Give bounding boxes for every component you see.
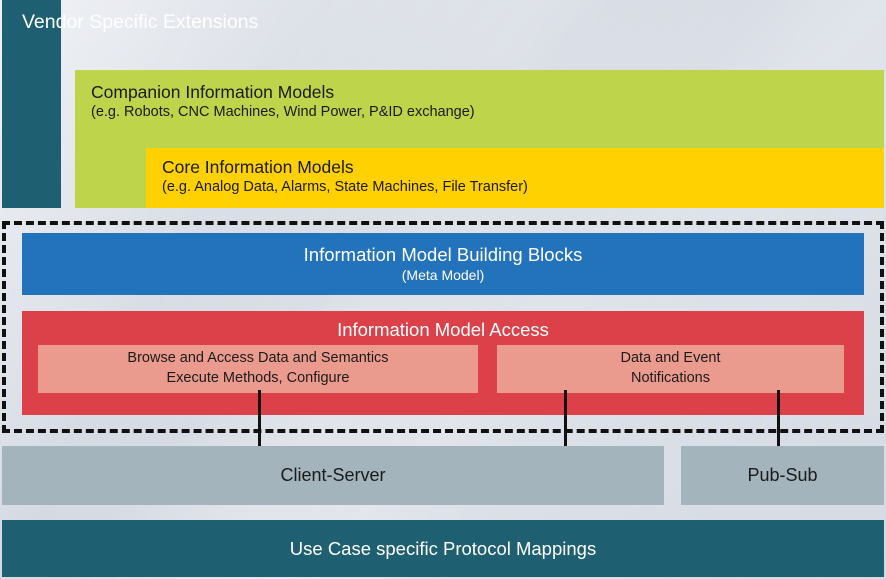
protocol-mappings-label: Use Case specific Protocol Mappings [289,537,597,559]
service-notifications-line1: Data and Event [620,350,721,367]
pub-sub-label: Pub-Sub [747,464,818,485]
service-browse-access-line1: Browse and Access Data and Semantics [127,350,389,367]
layer-vendor-specific-extensions[interactable] [2,0,61,208]
service-box-data-event-notifications[interactable]: Data and Event Notifications [497,345,844,393]
information-model-access-title: Information Model Access [337,319,549,340]
service-box-browse-access[interactable]: Browse and Access Data and Semantics Exe… [38,345,478,393]
building-blocks-title: Information Model Building Blocks [303,244,583,266]
layer-client-server[interactable]: Client-Server [2,446,664,505]
core-information-models-title: Core Information Models [162,157,354,177]
layer-pub-sub[interactable]: Pub-Sub [681,446,884,505]
core-information-models-subtitle: (e.g. Analog Data, Alarms, State Machine… [162,179,528,195]
layer-information-model-building-blocks[interactable]: Information Model Building Blocks (Meta … [22,233,864,295]
client-server-label: Client-Server [280,464,386,485]
connector-line-browse-to-client-server [258,390,261,447]
service-browse-access-line2: Execute Methods, Configure [166,370,350,386]
connector-line-notifications-to-client-server [564,390,567,447]
core-information-models-text: Core Information Models (e.g. Analog Dat… [162,157,528,195]
building-blocks-subtitle: (Meta Model) [401,267,485,284]
companion-information-models-subtitle: (e.g. Robots, CNC Machines, Wind Power, … [91,104,475,120]
layer-core-information-models[interactable] [146,148,884,208]
layer-protocol-mappings[interactable]: Use Case specific Protocol Mappings [2,520,884,577]
connector-line-notifications-to-pub-sub [777,390,780,447]
service-notifications-line2: Notifications [631,370,710,386]
opc-ua-specification-boundary [2,221,884,433]
companion-information-models-text: Companion Information Models (e.g. Robot… [91,82,475,120]
companion-information-models-title: Companion Information Models [91,82,335,102]
vendor-specific-extensions-label: Vendor Specific Extensions [22,11,259,33]
